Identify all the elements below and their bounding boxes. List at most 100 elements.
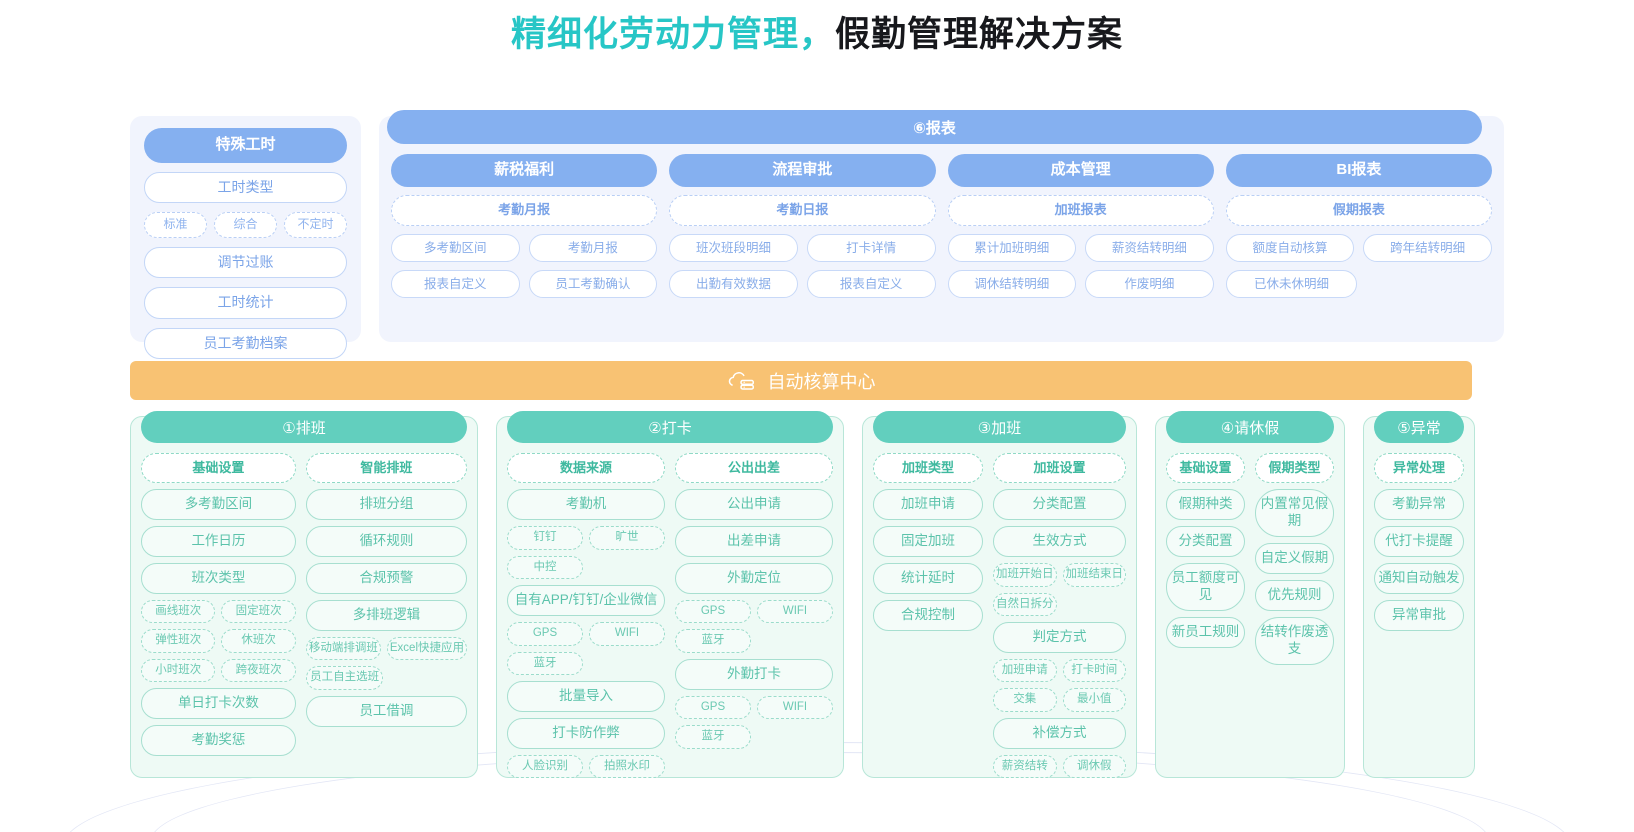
node[interactable]: 合规预警: [305, 563, 467, 594]
node[interactable]: 假期种类: [1166, 489, 1245, 521]
mini-node[interactable]: 自然日拆分: [993, 592, 1057, 617]
node[interactable]: 外勤定位: [675, 563, 833, 594]
node[interactable]: 基础设置: [141, 453, 296, 484]
node[interactable]: 排班分组: [305, 489, 467, 521]
report-leaf[interactable]: 多考勤区间: [391, 233, 520, 262]
report-column-sub[interactable]: 假期报表: [1225, 194, 1492, 226]
node[interactable]: 新员工规则: [1166, 616, 1245, 648]
node[interactable]: 自定义假期: [1255, 543, 1334, 574]
node[interactable]: 代打卡提醒: [1374, 526, 1464, 557]
mini-node[interactable]: 钉钉: [507, 526, 583, 550]
node[interactable]: 考勤奖惩: [141, 725, 296, 757]
node[interactable]: 循环规则: [305, 526, 467, 557]
node[interactable]: 班次类型: [141, 563, 296, 594]
report-leaf[interactable]: 已休未休明细: [1225, 269, 1358, 299]
mini-node[interactable]: GPS: [507, 622, 583, 646]
report-leaf[interactable]: 薪资结转明细: [1085, 233, 1214, 262]
report-leaf[interactable]: 累计加班明细: [947, 233, 1077, 262]
chip-comprehensive[interactable]: 综合: [214, 212, 277, 238]
mini-node[interactable]: 小时班次: [141, 658, 216, 683]
node[interactable]: 打卡防作弊: [507, 717, 665, 749]
report-leaf[interactable]: 跨年结转明细: [1363, 233, 1492, 262]
report-column-sub[interactable]: 加班报表: [947, 194, 1214, 226]
node[interactable]: 多考勤区间: [141, 489, 296, 521]
mini-node[interactable]: 最小值: [1062, 688, 1126, 712]
mini-node[interactable]: 旷世: [589, 526, 665, 550]
mini-node[interactable]: 加班申请: [993, 658, 1057, 683]
mini-node[interactable]: 画线班次: [141, 599, 216, 624]
report-leaf[interactable]: 班次班段明细: [669, 233, 798, 262]
mini-node[interactable]: 中控: [507, 555, 583, 580]
node[interactable]: 公出出差: [675, 453, 833, 484]
node[interactable]: 内置常见假期: [1255, 489, 1334, 537]
node[interactable]: 判定方式: [993, 622, 1126, 653]
mini-node[interactable]: 薪资结转: [993, 754, 1057, 779]
report-leaf[interactable]: 额度自动核算: [1225, 233, 1355, 262]
node[interactable]: 加班申请: [873, 489, 983, 521]
mini-node[interactable]: 蓝牙: [507, 651, 583, 676]
mini-node[interactable]: 休班次: [221, 629, 296, 653]
node[interactable]: 加班设置: [993, 453, 1126, 484]
node[interactable]: 基础设置: [1166, 453, 1245, 484]
hours-statistics-item[interactable]: 工时统计: [144, 287, 347, 319]
mini-node[interactable]: 交集: [993, 688, 1057, 712]
report-column-sub[interactable]: 考勤月报: [391, 194, 658, 226]
mini-node[interactable]: WIFI: [757, 695, 833, 720]
node[interactable]: 智能排班: [305, 453, 467, 484]
node[interactable]: 外勤打卡: [675, 658, 833, 690]
node[interactable]: 异常处理: [1374, 453, 1464, 484]
node[interactable]: 员工额度可见: [1166, 563, 1245, 611]
report-leaf[interactable]: 作废明细: [1085, 269, 1214, 299]
node[interactable]: 异常审批: [1374, 599, 1464, 631]
node[interactable]: 多排班逻辑: [305, 599, 467, 631]
adjust-posting-item[interactable]: 调节过账: [144, 246, 347, 279]
node[interactable]: 分类配置: [993, 489, 1126, 521]
mini-node[interactable]: GPS: [675, 695, 751, 720]
mini-node[interactable]: WIFI: [589, 622, 665, 646]
report-leaf[interactable]: 调休结转明细: [947, 269, 1077, 299]
mini-node[interactable]: 移动端排调班: [305, 636, 381, 661]
mini-node[interactable]: 调休假: [1062, 754, 1126, 779]
mini-node[interactable]: 固定班次: [221, 599, 296, 624]
node[interactable]: 结转作废透支: [1255, 616, 1334, 665]
report-leaf[interactable]: 报表自定义: [391, 269, 520, 299]
mini-node[interactable]: 人脸识别: [507, 754, 583, 779]
mini-node[interactable]: 蓝牙: [675, 629, 751, 653]
mini-node[interactable]: 加班开始日: [993, 563, 1057, 587]
mini-node[interactable]: 打卡时间: [1062, 658, 1126, 683]
report-leaf[interactable]: 报表自定义: [806, 269, 936, 299]
node[interactable]: 数据来源: [507, 453, 665, 484]
mini-node[interactable]: WIFI: [757, 599, 833, 624]
mini-node[interactable]: GPS: [675, 599, 751, 624]
node[interactable]: 统计延时: [873, 563, 983, 594]
employee-attendance-archive-item[interactable]: 员工考勤档案: [144, 327, 347, 360]
work-hour-type-item[interactable]: 工时类型: [144, 171, 347, 204]
report-leaf[interactable]: 出勤有效数据: [669, 269, 798, 299]
node[interactable]: 工作日历: [141, 526, 296, 557]
node[interactable]: 单日打卡次数: [141, 688, 296, 720]
node[interactable]: 生效方式: [993, 526, 1126, 557]
node[interactable]: 加班类型: [873, 453, 983, 484]
report-leaf[interactable]: 考勤月报: [528, 233, 658, 262]
mini-node[interactable]: 弹性班次: [141, 629, 216, 653]
node[interactable]: 优先规则: [1255, 579, 1334, 611]
mini-node[interactable]: Excel快捷应用: [386, 636, 467, 661]
node[interactable]: 公出申请: [675, 489, 833, 521]
node[interactable]: 考勤异常: [1374, 489, 1464, 521]
node[interactable]: 分类配置: [1166, 526, 1245, 557]
report-column-sub[interactable]: 考勤日报: [669, 194, 936, 226]
node[interactable]: 批量导入: [507, 681, 665, 712]
node[interactable]: 假期类型: [1255, 453, 1334, 484]
chip-standard[interactable]: 标准: [144, 212, 207, 238]
node[interactable]: 合规控制: [873, 599, 983, 631]
node[interactable]: 固定加班: [873, 526, 983, 557]
node[interactable]: 通知自动触发: [1374, 563, 1464, 594]
mini-node[interactable]: 拍照水印: [589, 754, 665, 779]
chip-flexible[interactable]: 不定时: [284, 212, 347, 238]
mini-node[interactable]: 跨夜班次: [221, 658, 296, 683]
node[interactable]: 员工借调: [305, 695, 467, 727]
node[interactable]: 补偿方式: [993, 717, 1126, 749]
report-leaf[interactable]: 员工考勤确认: [528, 269, 658, 299]
report-leaf[interactable]: 打卡详情: [806, 233, 936, 262]
node[interactable]: 自有APP/钉钉/企业微信: [507, 585, 665, 617]
